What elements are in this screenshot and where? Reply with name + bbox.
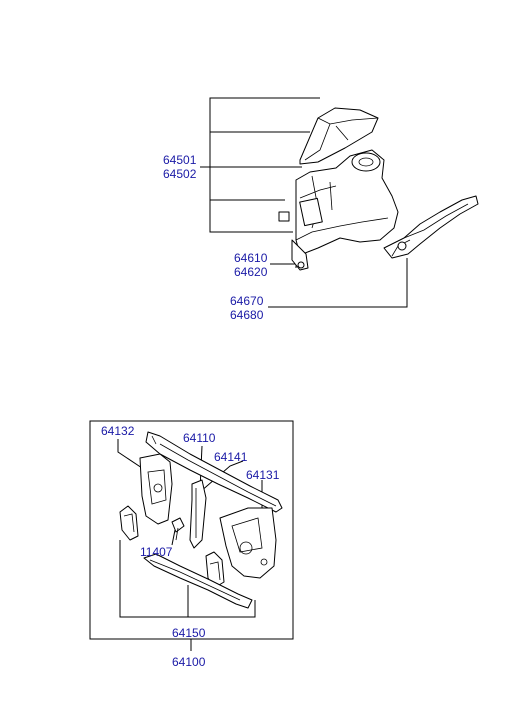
label-64131: 64131: [246, 468, 280, 482]
label-64680: 64680: [230, 308, 264, 322]
label-64150: 64150: [172, 626, 206, 640]
lower-right-bracket-part: [205, 551, 225, 589]
upper-crossbar-part: [145, 431, 283, 513]
upper-assembly: 64501 64502 64610 64620 64670 64680: [163, 97, 479, 322]
label-64502: 64502: [163, 167, 197, 181]
label-64132: 64132: [101, 424, 135, 438]
upper-rail-part: [299, 107, 379, 165]
label-64100: 64100: [172, 655, 206, 669]
label-64501: 64501: [163, 153, 197, 167]
side-member-part: [278, 149, 399, 256]
label-64610: 64610: [234, 251, 268, 265]
lower-left-bracket-part: [119, 505, 139, 541]
apron-rail-part: [383, 195, 479, 259]
left-side-panel-part: [139, 453, 173, 525]
label-64620: 64620: [234, 265, 268, 279]
bolt-part: [171, 517, 185, 541]
right-side-panel-part: [219, 507, 277, 579]
center-stay-part: [189, 479, 207, 549]
front-extension-part: [291, 239, 309, 271]
label-11407: 11407: [140, 545, 173, 559]
label-64670: 64670: [230, 294, 264, 308]
lower-assembly: 64132 64110 64141 64131 11407 64150 6410…: [89, 420, 294, 669]
lower-crossmember-part: [143, 553, 253, 609]
label-64110: 64110: [183, 431, 216, 445]
label-64141: 64141: [214, 450, 248, 464]
